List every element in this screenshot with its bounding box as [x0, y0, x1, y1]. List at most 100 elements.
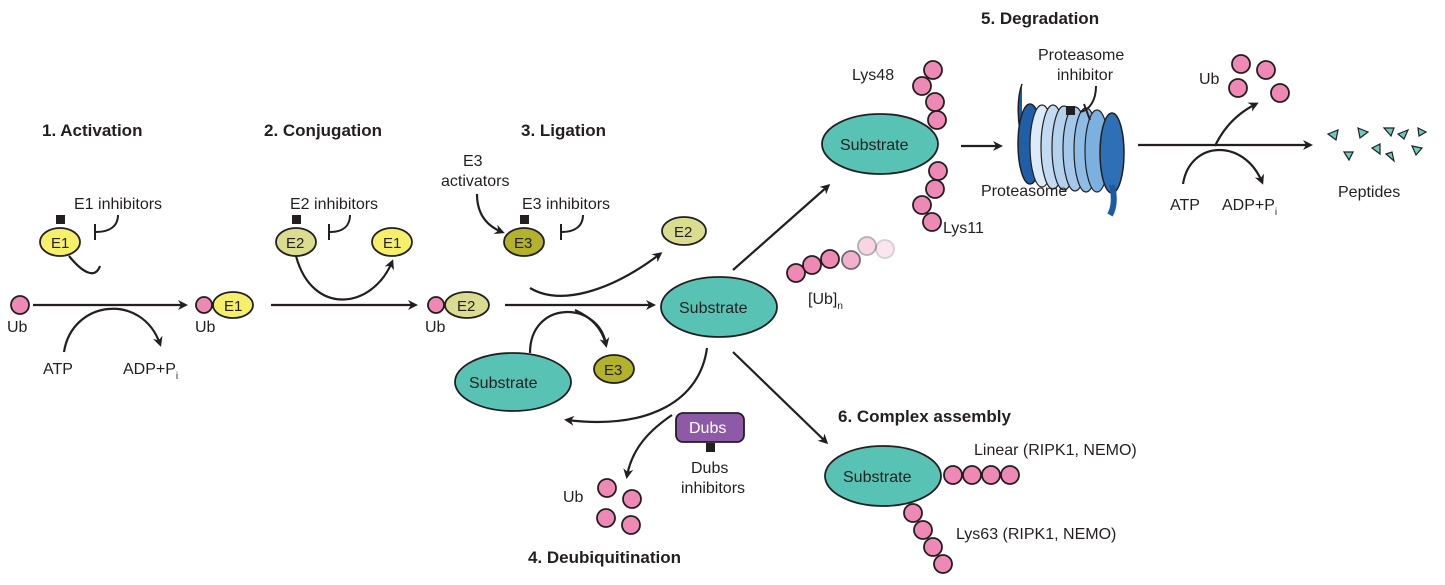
e2-inhibitor-block-icon [292, 215, 301, 224]
atp-curve-arrow [1181, 148, 1264, 185]
released-e1-enzyme [371, 227, 413, 257]
linear-ubiquitin-icon [962, 465, 982, 485]
ligation-stage: E3 activators E3 E3 inhibitors E2 E3 Sub… [441, 153, 707, 412]
lys11-ubiquitin-icon [925, 179, 945, 199]
e1-label: E1 [383, 235, 401, 252]
recycled-ubiquitin-icon [1231, 54, 1251, 74]
e2-release-arrow [529, 252, 663, 297]
e2-enzyme [444, 291, 490, 319]
e3-inhibitors-label: E3 inhibitors [522, 196, 610, 213]
ubiquitin-icon [10, 295, 30, 315]
linear-ubiquitin-icon [1000, 465, 1020, 485]
proteasome-label: Proteasome [981, 183, 1067, 200]
substrate [824, 445, 942, 507]
e1-label: E1 [51, 235, 69, 252]
e3-inhibitor-line [561, 214, 584, 233]
substrate-label: Substrate [679, 300, 748, 317]
ub-e2-complex: E2 Ub [425, 291, 490, 336]
e3-release-arrow [574, 309, 610, 348]
proteasome-inhibitor-line [1079, 85, 1097, 113]
deubiquitination-arrow [564, 347, 709, 426]
free-ubiquitin-icon [622, 489, 642, 509]
free-ubiquitin-icon [597, 478, 617, 498]
ubiquitin-chain-icon [875, 239, 895, 259]
e1-release-curve-arrow [294, 255, 394, 301]
complex-assembly-stage: Substrate Linear (RIPK1, NEMO) Lys63 (RI… [824, 442, 1137, 574]
linear-label: Linear (RIPK1, NEMO) [974, 442, 1137, 459]
substrate-label: Substrate [843, 469, 912, 486]
adp-label: ADP+Pi [1222, 197, 1277, 218]
proteasome-inhibitor-bar [1083, 103, 1091, 121]
dubs-inhibitors-label-line1: Dubs [691, 460, 728, 477]
e3-activator-arrow [475, 193, 505, 235]
lys48-ubiquitin-icon [923, 60, 943, 80]
lys63-ubiquitin-icon [933, 554, 953, 574]
ubiquitin-chain-icon [820, 249, 840, 269]
lys63-ubiquitin-icon [913, 520, 933, 540]
e2-inhibitors-label: E2 inhibitors [290, 196, 378, 213]
linear-ubiquitin-icon [981, 465, 1001, 485]
e1-enzyme [39, 227, 81, 257]
released-e3-enzyme [593, 354, 635, 384]
lys48-label: Lys48 [852, 67, 894, 84]
lys63-ubiquitin-icon [903, 503, 923, 523]
ub-n-label: [Ub]n [808, 291, 843, 312]
e2-label: E2 [457, 298, 475, 315]
ub-label: Ub [195, 319, 216, 336]
ubiquitin-chain-icon [786, 263, 806, 283]
lys11-ubiquitin-icon [928, 161, 948, 181]
step-title-degradation: 5. Degradation [981, 9, 1099, 28]
e3-activators-label-line2: activators [441, 173, 509, 190]
step-title-activation: 1. Activation [42, 121, 142, 140]
substrate-label: Substrate [469, 375, 538, 392]
step-title-deubiquitination: 4. Deubiquitination [528, 548, 681, 567]
ub-recycle-arrow [1214, 102, 1259, 147]
free-ubiquitin-icon [596, 508, 616, 528]
ubiquitinated-substrate: Substrate [Ub]n [660, 236, 895, 338]
lys63-ubiquitin-icon [923, 537, 943, 557]
activation-stage: Ub ATP ADP+Pi E1 E1 inhibitors [7, 196, 188, 382]
peptides-icon [1326, 126, 1428, 163]
recycled-ubiquitin-icon [1228, 78, 1248, 98]
substrate-label: Substrate [840, 137, 909, 154]
e2-label: E2 [674, 224, 692, 241]
lys11-ubiquitin-icon [922, 212, 942, 232]
e1-inhibitor-block-icon [56, 215, 65, 224]
step-title-ligation: 3. Ligation [521, 121, 606, 140]
proteasome-inhibitor-label-line1: Proteasome [1038, 47, 1124, 64]
lys63-label: Lys63 (RIPK1, NEMO) [956, 526, 1116, 543]
e1-enzyme [212, 291, 254, 319]
lys11-ubiquitin-icon [912, 195, 932, 215]
dubs-inhibitors-label-line2: inhibitors [681, 480, 745, 497]
ubiquitin-chain-icon [857, 236, 877, 256]
proteasome-icon [1017, 83, 1125, 217]
ub-label: Ub [563, 489, 584, 506]
atp-label: ATP [43, 361, 73, 378]
deubiquitination-stage: Dubs Dubs inhibitors Ub [563, 347, 745, 535]
dubs-label: Dubs [689, 420, 726, 437]
e1-inhibitor-line [95, 214, 119, 233]
atp-curve-arrow [62, 307, 163, 353]
ub-label: Ub [1199, 71, 1220, 88]
to-degradation-arrow [732, 184, 831, 271]
adp-label: ADP+Pi [123, 361, 178, 382]
e1-inhibitors-label: E1 inhibitors [74, 196, 162, 213]
e3-inhibitor-block-icon [520, 215, 529, 224]
e1-label: E1 [224, 298, 242, 315]
degradation-stage: Substrate Lys48 Lys11 Proteasom [821, 47, 1428, 237]
e2-enzyme [275, 227, 317, 257]
ubiquitin-chain-icon [802, 255, 822, 275]
dubs-inhibitor-block-icon [706, 443, 715, 452]
ub-label: Ub [425, 319, 446, 336]
free-ubiquitin-icon [621, 515, 641, 535]
e3-label: E3 [514, 235, 532, 252]
e2-label: E2 [286, 235, 304, 252]
e3-label: E3 [604, 362, 622, 379]
e3-enzyme [503, 227, 545, 257]
ubiquitin-icon [195, 296, 213, 314]
lys48-ubiquitin-icon [912, 76, 932, 96]
substrate [660, 276, 778, 338]
proteasome-inhibitor-block-icon [1066, 106, 1075, 115]
